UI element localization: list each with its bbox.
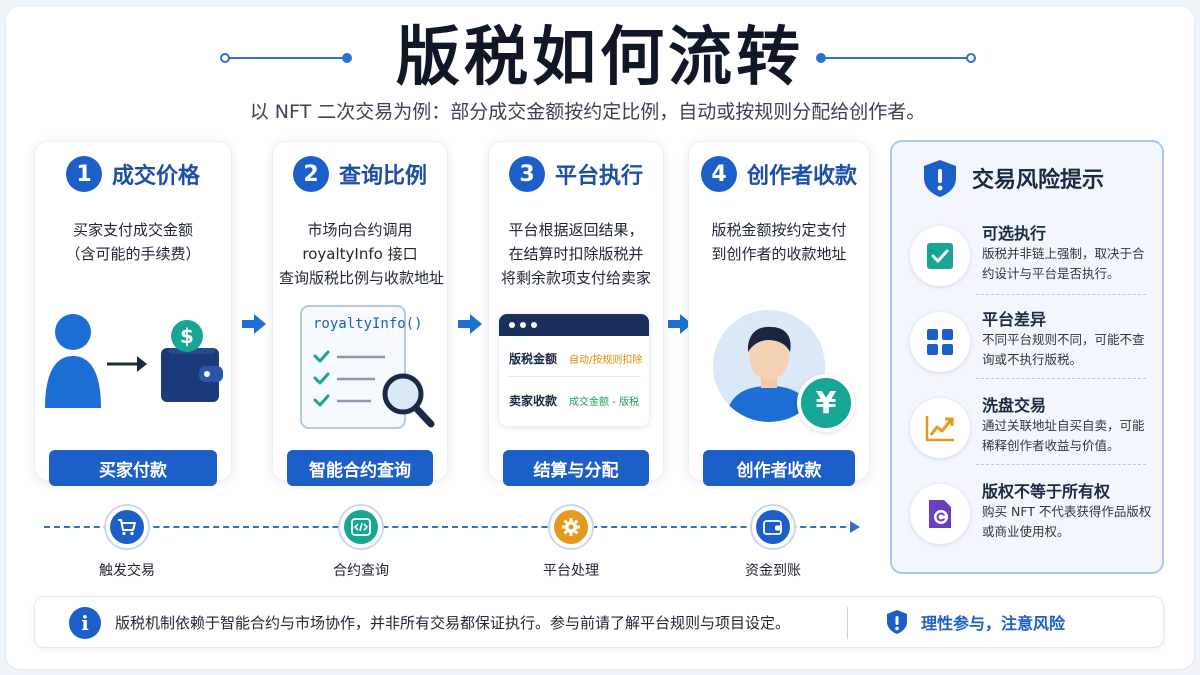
timeline-label: 合约查询	[333, 563, 389, 579]
risk-item-desc: 购买 NFT 不代表获得作品版权或商业使用权。	[982, 504, 1152, 539]
step-card-1: 1 成交价格 买家支付成交金额 （含可能的手续费） $ 买家付款	[34, 141, 232, 486]
yen-coin-icon: ¥	[797, 374, 855, 432]
risk-item-title: 版权不等于所有权	[982, 482, 1111, 501]
checkbox-icon	[910, 226, 970, 286]
timeline-arrow-icon	[850, 521, 860, 533]
step-card-2: 2 查询比例 市场向合约调用 royaltyInfo 接口 查询版税比例与收款地…	[272, 141, 448, 486]
contract-query-button[interactable]: 智能合约查询	[287, 450, 433, 486]
step-description: 市场向合约调用 royaltyInfo 接口 查询版税比例与收款地址	[279, 221, 445, 287]
dollar-coin-icon: $	[171, 320, 203, 352]
step-title: 成交价格	[111, 164, 200, 189]
arrow-icon	[107, 356, 147, 372]
info-icon: i	[69, 607, 101, 639]
flow-arrow-icon	[668, 314, 692, 334]
divider	[976, 378, 1146, 379]
timeline-node	[104, 504, 150, 550]
flow-arrow-icon	[458, 314, 482, 334]
person-icon	[45, 314, 101, 408]
title-decoration-dot	[816, 53, 826, 63]
settlement-window: 版税金额 自动/按规则扣除 卖家收款 成交金额 - 版税	[499, 314, 649, 426]
title-decoration-dot	[966, 53, 976, 63]
step-title: 创作者收款	[746, 164, 857, 189]
risk-item: 可选执行 版税并非链上强制，取决于合约设计与平台是否执行。	[906, 220, 1152, 300]
creator-avatar-icon	[713, 310, 825, 422]
risk-item-title: 可选执行	[982, 224, 1047, 243]
grid-icon	[910, 312, 970, 372]
risk-item-desc: 通过关联地址自买自卖，可能稀释创作者收益与价值。	[982, 418, 1145, 453]
gear-icon	[554, 510, 588, 544]
table-row-label: 版税金额	[509, 352, 558, 366]
document-checklist-icon	[300, 305, 435, 429]
risk-item: 版权不等于所有权 购买 NFT 不代表获得作品版权或商业使用权。	[906, 478, 1152, 558]
timeline-node	[338, 504, 384, 550]
step-description: 版税金额按约定支付 到创作者的收款地址	[711, 221, 847, 263]
timeline-node	[750, 504, 796, 550]
flow-arrow-icon	[242, 314, 266, 334]
step-title: 平台执行	[554, 164, 643, 189]
footer-slogan: 理性参与，注意风险	[921, 614, 1066, 633]
step-card-3: 3 平台执行 平台根据返回结果， 在结算时扣除版税并 将剩余款项支付给卖家 版税…	[488, 141, 664, 486]
footer-bar: i 版税机制依赖于智能合约与市场协作，并非所有交易都保证执行。参与前请了解平台规…	[34, 596, 1164, 648]
risk-item-desc: 不同平台规则不同，可能不查询或不执行版税。	[982, 332, 1145, 367]
step-description: 买家支付成交金额 （含可能的手续费）	[65, 221, 201, 263]
divider	[847, 607, 848, 639]
svg-text:$: $	[180, 324, 194, 348]
title-decoration-right	[820, 57, 970, 59]
wallet-icon	[756, 510, 790, 544]
shield-alert-icon	[924, 160, 956, 197]
creator-receive-button[interactable]: 创作者收款	[703, 450, 855, 486]
step-number: 2	[292, 156, 329, 192]
divider	[976, 294, 1146, 295]
timeline-label: 资金到账	[745, 563, 801, 579]
timeline-line	[44, 526, 856, 528]
cart-icon	[110, 510, 144, 544]
divider	[976, 464, 1146, 465]
document-label: royaltyInfo()	[313, 316, 423, 332]
risk-item: 洗盘交易 通过关联地址自买自卖，可能稀释创作者收益与价值。	[906, 392, 1152, 472]
step-card-4: 4 创作者收款 版税金额按约定支付 到创作者的收款地址 ¥ 创作者收款	[688, 141, 870, 486]
risk-panel-title: 交易风险提示	[972, 168, 1105, 193]
page-title: 版税如何流转	[396, 21, 804, 95]
magnifier-icon	[382, 373, 435, 428]
table-row-label: 卖家收款	[509, 394, 558, 408]
risk-item-title: 平台差异	[982, 310, 1047, 329]
footer-note: 版税机制依赖于智能合约与市场协作，并非所有交易都保证执行。参与前请了解平台规则与…	[115, 614, 791, 632]
settlement-button[interactable]: 结算与分配	[503, 450, 649, 486]
risk-panel: 交易风险提示 可选执行 版税并非链上强制，取决于合约设计与平台是否执行。 平台差…	[890, 140, 1164, 574]
timeline-node	[548, 504, 594, 550]
wallet-icon	[161, 348, 223, 402]
title-decoration-dot	[342, 53, 352, 63]
step-number: 1	[65, 156, 102, 192]
step-number: 4	[700, 156, 737, 192]
page-subtitle: 以 NFT 二次交易为例：部分成交金额按约定比例，自动或按规则分配给创作者。	[249, 101, 926, 123]
code-icon	[344, 510, 378, 544]
timeline-label: 平台处理	[543, 563, 599, 579]
buyer-pay-button[interactable]: 买家付款	[49, 450, 217, 486]
buyer-payment-illustration: $	[45, 314, 223, 408]
table-row-value: 自动/按规则扣除	[569, 355, 643, 366]
copyright-doc-icon	[910, 484, 970, 544]
title-decoration-dot	[220, 53, 230, 63]
step-number: 3	[508, 156, 545, 192]
shield-alert-icon	[887, 610, 907, 634]
title-decoration-left	[228, 57, 346, 59]
risk-item: 平台差异 不同平台规则不同，可能不查询或不执行版税。	[906, 306, 1152, 386]
risk-item-title: 洗盘交易	[982, 396, 1047, 415]
trend-chart-icon	[910, 398, 970, 458]
step-description: 平台根据返回结果， 在结算时扣除版税并 将剩余款项支付给卖家	[500, 221, 651, 287]
window-titlebar	[499, 314, 649, 336]
table-row-value: 成交金额 - 版税	[569, 397, 639, 408]
step-title: 查询比例	[338, 164, 427, 189]
timeline-label: 触发交易	[99, 563, 155, 579]
risk-item-desc: 版税并非链上强制，取决于合约设计与平台是否执行。	[982, 246, 1145, 281]
